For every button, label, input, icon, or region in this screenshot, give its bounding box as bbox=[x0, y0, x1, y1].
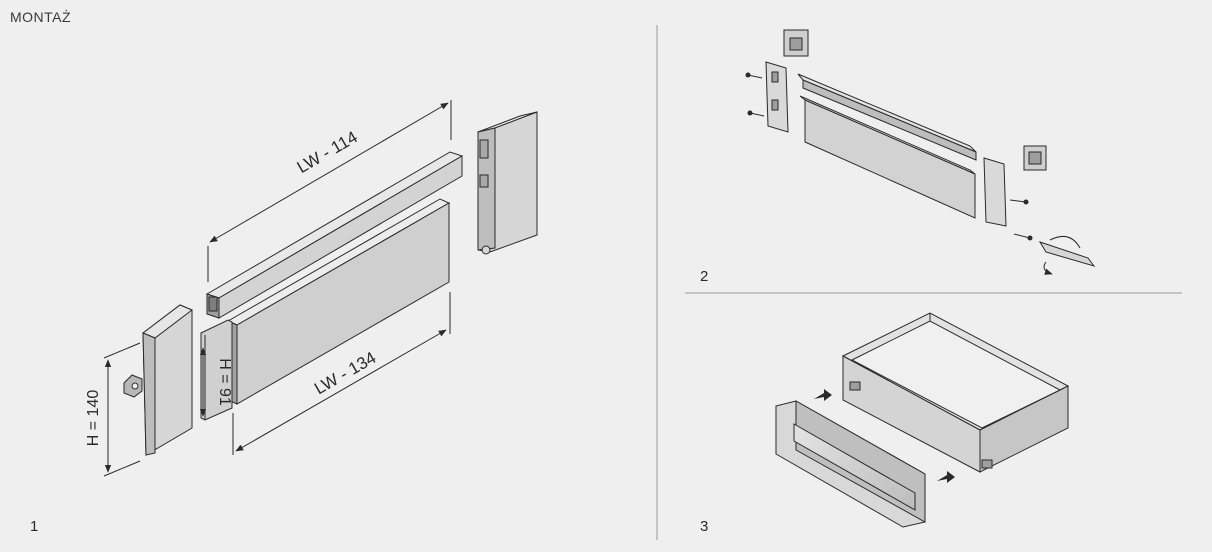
front-bracket bbox=[765, 61, 789, 133]
panel-length-dimension bbox=[235, 329, 447, 452]
page-title: MONTAŻ bbox=[10, 9, 72, 25]
rail-length-label: LW - 114 bbox=[294, 127, 361, 177]
panel-height-label: H = 91 bbox=[216, 358, 233, 406]
step-number-3: 3 bbox=[700, 518, 709, 535]
rail-length-dimension bbox=[209, 102, 449, 243]
front-side-part bbox=[123, 304, 193, 456]
screwdriver-icon bbox=[1038, 235, 1096, 275]
step-number-1: 1 bbox=[30, 518, 39, 535]
rear-bracket bbox=[983, 157, 1007, 227]
step3-drawer-assembly bbox=[775, 312, 1070, 528]
drawer-front bbox=[775, 400, 926, 528]
drawer-box bbox=[841, 312, 1070, 473]
front-clip bbox=[783, 29, 809, 57]
rail-step2 bbox=[797, 73, 977, 161]
screws-left bbox=[745, 72, 765, 117]
side-height-label: H = 140 bbox=[85, 390, 102, 447]
push-arrow-right bbox=[937, 471, 955, 483]
step1-exploded-view bbox=[103, 100, 538, 477]
rear-clip bbox=[1023, 145, 1047, 171]
step2-exploded-view bbox=[745, 29, 1096, 275]
screws-right bbox=[1009, 199, 1033, 241]
push-arrow-left bbox=[814, 389, 832, 401]
rear-side-part bbox=[477, 111, 538, 255]
panel-step2 bbox=[799, 95, 976, 219]
step-number-2: 2 bbox=[700, 268, 709, 285]
